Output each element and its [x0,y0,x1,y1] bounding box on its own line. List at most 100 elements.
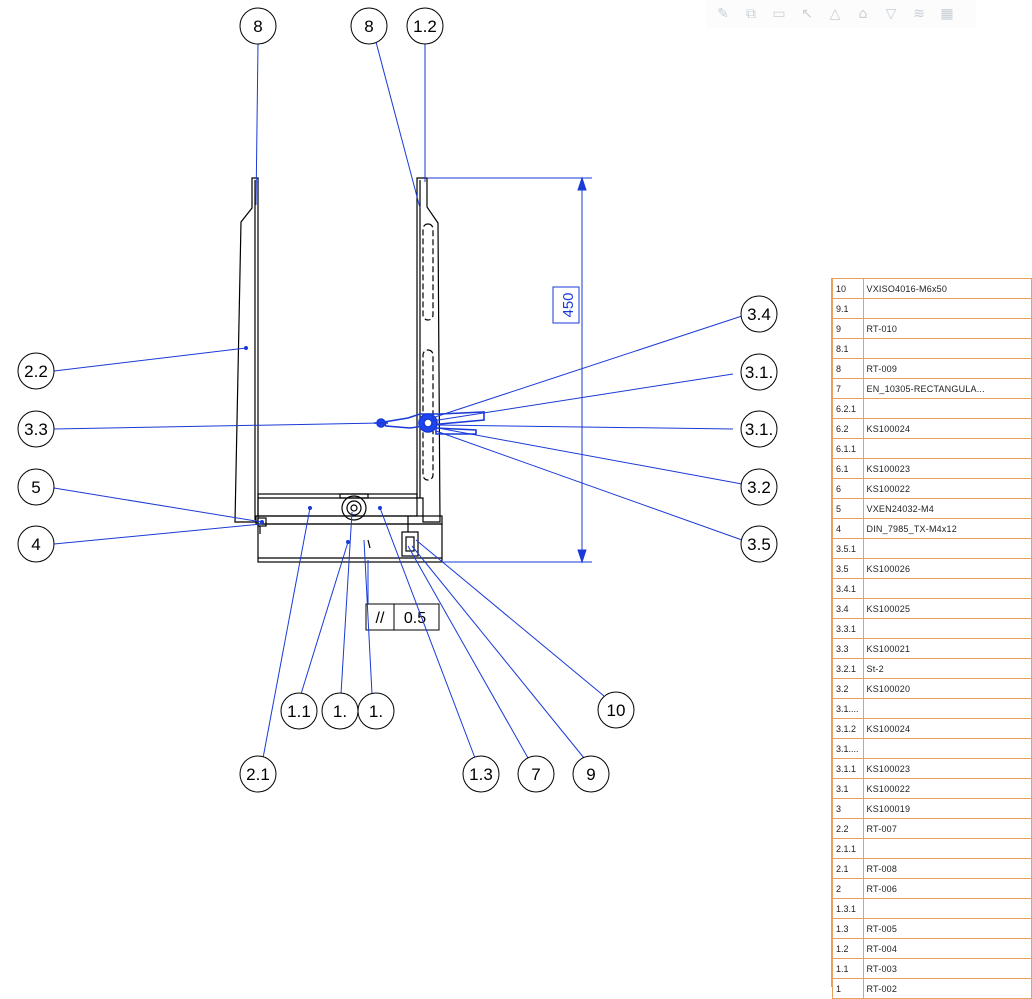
balloon[interactable]: 10 [597,691,635,729]
bom-part-name: RT-005 [862,918,1032,939]
balloon[interactable]: 1. [321,692,359,730]
tolerance-symbol: // [376,610,385,627]
bom-item-number: 3 [832,798,864,819]
balloon[interactable]: 2.2 [17,352,55,390]
balloon[interactable]: 1.3 [462,755,500,793]
balloon[interactable]: 1.2 [406,7,444,45]
bom-part-name: KS100021 [862,638,1032,659]
bom-row[interactable]: 8.1 [832,338,1032,359]
bom-row[interactable]: 3.5.1 [832,538,1032,559]
bom-row[interactable]: 3.1.... [832,738,1032,759]
svg-text:4: 4 [31,535,40,554]
bom-item-number: 1.3 [832,918,864,939]
bom-row[interactable]: 9.1 [832,298,1032,319]
bom-item-number: 3.4 [832,598,864,619]
bom-item-number: 6.2 [832,418,864,439]
bom-item-number: 6 [832,478,864,499]
bom-part-name: KS100023 [862,758,1032,779]
filter-icon[interactable]: ▽ [885,6,897,22]
bom-item-number: 2 [832,878,864,899]
balloon[interactable]: 1.1 [280,692,318,730]
bom-item-number: 3.2.1 [832,658,864,679]
balloon[interactable]: 4 [17,525,55,563]
balloon[interactable]: 3.1. [740,353,778,391]
toggle-clamp [374,411,485,435]
home-icon[interactable]: ⌂ [858,6,868,22]
svg-text:8: 8 [364,17,373,36]
bom-part-name: RT-006 [862,878,1032,899]
bom-row[interactable]: 1.3.1 [832,898,1032,919]
layers-icon[interactable]: ≋ [913,6,925,22]
balloon[interactable]: 3.1. [740,410,778,448]
height-dimension [427,176,592,564]
copy-icon[interactable]: ⧉ [746,6,756,22]
bom-item-number: 1.3.1 [832,898,864,919]
bom-row[interactable]: 6.1.1 [832,438,1032,459]
bom-row[interactable]: 2.1.1 [832,838,1032,859]
balloon[interactable]: 3.5 [740,525,778,563]
ruler-icon[interactable]: ▭ [772,6,786,22]
bom-row[interactable]: 3.1.... [832,698,1032,719]
bom-part-name: KS100022 [862,478,1032,499]
bom-row[interactable]: 3.3.1 [832,618,1032,639]
balloon[interactable]: 8 [239,7,277,45]
pin-icon[interactable]: ✎ [717,6,729,22]
bom-item-number: 3.5.1 [832,538,864,559]
bom-part-name: RT-002 [862,978,1032,999]
bom-part-name: KS100024 [862,718,1032,739]
balloon[interactable]: 8 [350,7,388,45]
svg-text:3.1.: 3.1. [745,420,773,439]
bom-row[interactable]: 3.4.1 [832,578,1032,599]
balloon[interactable]: 1. [357,692,395,730]
svg-text:2.1: 2.1 [246,765,270,784]
bom-item-number: 3.5 [832,558,864,579]
bom-item-number: 8.1 [832,338,864,359]
balloon[interactable]: 3.2 [740,468,778,506]
svg-text:8: 8 [253,17,262,36]
balloon[interactable]: 2.1 [239,755,277,793]
bom-row[interactable]: 6.2.1 [832,398,1032,419]
bom-item-number: 8 [832,358,864,379]
grid-icon[interactable]: ▦ [940,6,954,22]
bom-part-name [862,898,1032,919]
balloon[interactable]: 3.3 [17,410,55,448]
balloon[interactable]: 9 [572,755,610,793]
parallelism-tolerance: // 0.5 [365,560,440,631]
bom-item-number: 5 [832,498,864,519]
balloon[interactable]: 7 [517,755,555,793]
balloon[interactable]: 3.4 [740,295,778,333]
bom-item-number: 1.2 [832,938,864,959]
tolerance-value: 0.5 [404,610,426,627]
balloon[interactable]: 5 [17,468,55,506]
svg-text:3.4: 3.4 [747,305,771,324]
height-dimension-value: 450 [560,292,577,317]
cursor-icon[interactable]: ↖ [801,6,813,22]
shape-icon[interactable]: △ [829,6,841,22]
